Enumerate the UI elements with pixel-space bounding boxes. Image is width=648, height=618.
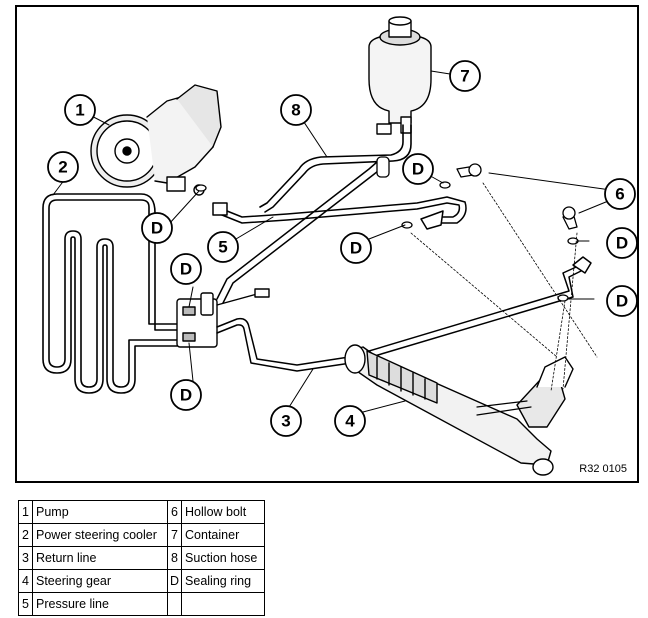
callout-return-line: 3: [281, 412, 290, 431]
callout-sealing-ring: D: [412, 160, 424, 179]
callout-circle-sealing-ring: [606, 285, 637, 317]
callout-cooler: 2: [58, 158, 67, 177]
pressure-line-drawing: [212, 196, 467, 230]
callout-circle-return-line: [270, 405, 302, 437]
legend-label: Hollow bolt: [181, 500, 266, 524]
legend-number: 4: [18, 569, 33, 593]
callout-hollow-bolt: 6: [615, 185, 624, 204]
suction-hose-drawing: [259, 124, 404, 208]
callout-sealing-ring: D: [616, 292, 628, 311]
legend-number: [166, 592, 183, 616]
callout-circle-suction-hose: [280, 94, 312, 126]
legend-number: 5: [18, 592, 33, 616]
legend-row: 4 Steering gear D Sealing ring: [18, 569, 266, 593]
callout-circle-sealing-ring: [402, 153, 434, 185]
callout-sealing-ring: D: [350, 239, 362, 258]
steering-gear-drawing: [344, 344, 574, 476]
legend-label: [181, 592, 266, 616]
reference-code: R32 0105: [579, 463, 627, 475]
callout-circle-sealing-ring: [170, 379, 202, 411]
callout-sealing-ring: D: [180, 386, 192, 405]
legend-row: 5 Pressure line: [18, 592, 266, 616]
callout-sealing-ring: D: [616, 234, 628, 253]
callout-circle-sealing-ring: [170, 253, 202, 285]
cooler-drawing: [42, 178, 178, 394]
power-steering-diagram: 1 2 8 7 6 5 3 4 D D D D D D D: [42, 16, 637, 476]
legend-label: Sealing ring: [181, 569, 266, 593]
callout-circle-sealing-ring: [340, 232, 372, 264]
return-line-drawing: [216, 256, 592, 372]
legend-label: Power steering cooler: [32, 523, 168, 547]
legend-number: 7: [166, 523, 183, 547]
callout-circle-steering-gear: [334, 405, 366, 437]
callout-circle-sealing-ring: [606, 227, 637, 259]
diagram-frame: 1 2 8 7 6 5 3 4 D D D D D D D R32 0105: [15, 5, 639, 483]
pump-drawing: [90, 84, 222, 196]
legend-row: 2 Power steering cooler 7 Container: [18, 523, 266, 547]
legend-number: D: [166, 569, 183, 593]
legend-table: 1 Pump 6 Hollow bolt 2 Power steering co…: [18, 500, 266, 616]
legend-label: Pump: [32, 500, 168, 524]
callout-container: 7: [460, 67, 469, 86]
callout-steering-gear: 4: [345, 412, 355, 431]
legend-number: 3: [18, 546, 33, 570]
legend-number: 1: [18, 500, 33, 524]
callout-circle-container: [449, 60, 481, 92]
legend-number: 6: [166, 500, 183, 524]
callout-circle-hollow-bolt: [604, 178, 636, 210]
legend-label: Pressure line: [32, 592, 168, 616]
callout-sealing-ring: D: [151, 219, 163, 238]
callout-circle-cooler: [47, 151, 79, 183]
legend-number: 2: [18, 523, 33, 547]
callout-pressure-line: 5: [218, 238, 227, 257]
callout-circle-pump: [64, 94, 96, 126]
callout-circle-sealing-ring: [141, 212, 173, 244]
callout-circle-pressure-line: [207, 231, 239, 263]
legend-label: Steering gear: [32, 569, 168, 593]
legend-number: 8: [166, 546, 183, 570]
legend-label: Container: [181, 523, 266, 547]
callout-suction-hose: 8: [291, 101, 300, 120]
legend-label: Return line: [32, 546, 168, 570]
container-drawing: [368, 16, 432, 135]
hollow-bolt-drawing: [195, 163, 579, 302]
legend-label: Suction hose: [181, 546, 266, 570]
callout-pump: 1: [75, 101, 84, 120]
callout-sealing-ring: D: [180, 260, 192, 279]
legend-row: 1 Pump 6 Hollow bolt: [18, 500, 266, 524]
legend-row: 3 Return line 8 Suction hose: [18, 546, 266, 570]
